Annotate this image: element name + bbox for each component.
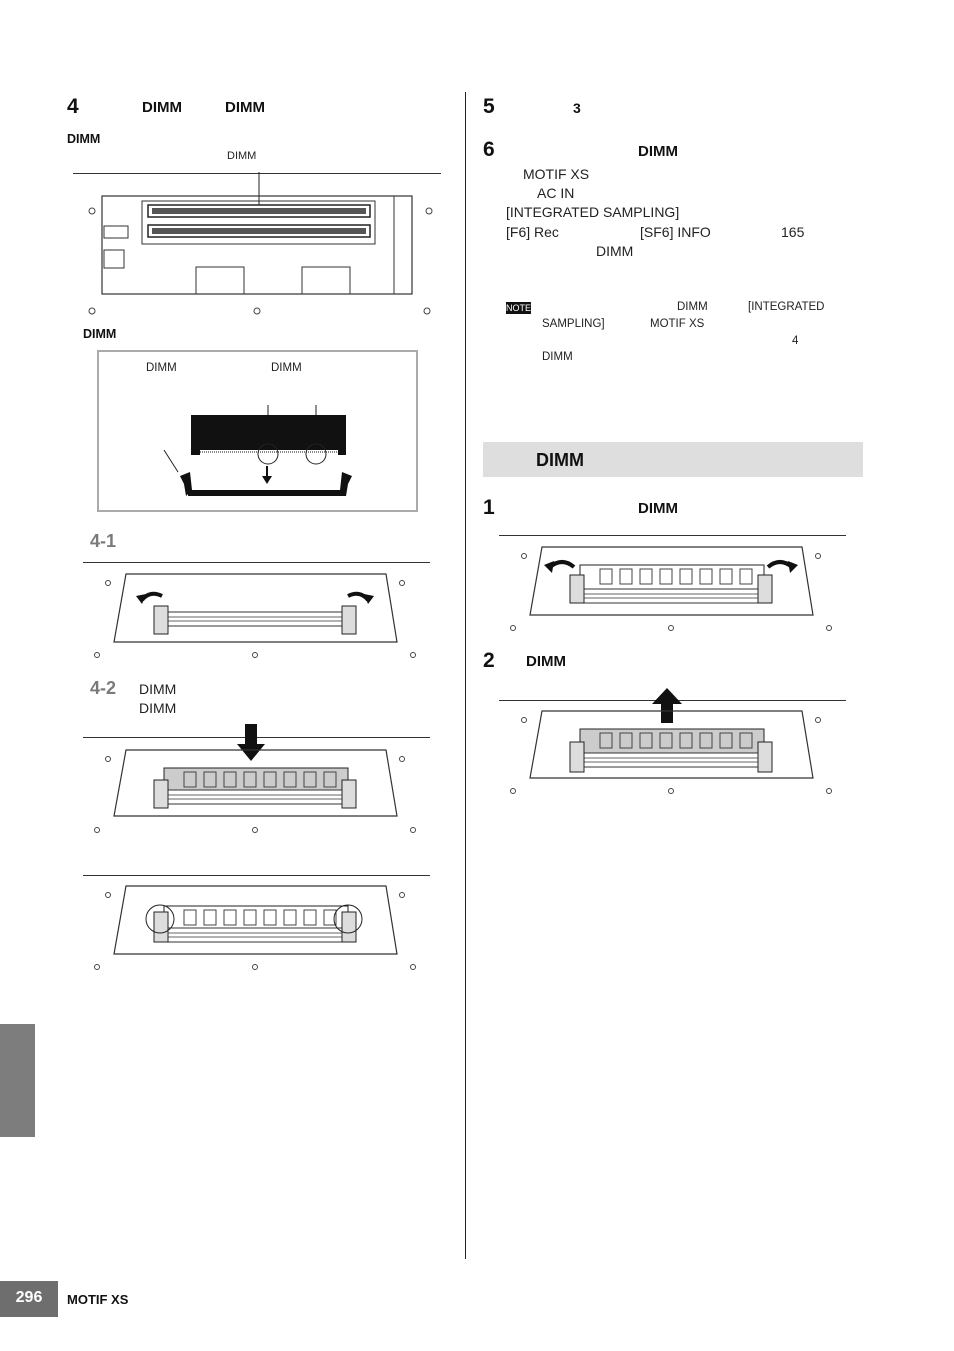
fig2-label: DIMM [83, 327, 117, 341]
note-icon: NOTE [506, 302, 532, 314]
substep-4-2-line2: DIMM [139, 700, 177, 716]
fig1-callout: DIMM [227, 150, 257, 162]
remove-step-2-text: DIMM [526, 653, 566, 670]
step-6-line-integrated: [INTEGRATED SAMPLING] [506, 204, 680, 220]
note-text-1: DIMM [677, 301, 708, 313]
step-6-number: 6 [483, 138, 495, 161]
substep-4-2: 4-2 [90, 678, 117, 698]
note-text-4: MOTIF XS [650, 318, 705, 330]
note-text-2: [INTEGRATED [748, 301, 825, 313]
step-6-line-sf6info: [SF6] INFO [640, 224, 711, 240]
section-header-bar [483, 442, 863, 477]
remove-dimm-figure [510, 688, 832, 794]
note-text-3: SAMPLING] [542, 318, 605, 330]
chapter-side-tab [0, 1024, 35, 1137]
release-latches-figure [510, 546, 832, 631]
substep-4-2-line1: DIMM [139, 681, 177, 697]
latched-dimm-figure [94, 885, 416, 970]
step-6-line-acin: AC IN [537, 185, 575, 201]
step-6-line-dimm: DIMM [596, 243, 634, 259]
dimm-orientation-box [97, 350, 418, 512]
note-text-5: 4 [792, 335, 799, 347]
step-4-word1: DIMM [142, 99, 182, 116]
step-5-ref: 3 [573, 100, 581, 116]
step-4-number: 4 [67, 95, 79, 118]
insert-dimm-figure [94, 724, 416, 833]
section-title: DIMM [536, 450, 584, 470]
step-6-head: DIMM [638, 143, 678, 160]
step-6-line-page: 165 [781, 224, 805, 240]
column-divider [465, 92, 466, 1259]
page-number: 296 [0, 1281, 58, 1317]
dimm-orientation-figure [163, 405, 352, 496]
step-4-word2: DIMM [225, 99, 265, 116]
step-6-line-motif: MOTIF XS [523, 166, 590, 182]
fig1-label: DIMM [67, 132, 101, 146]
step-5-number: 5 [483, 95, 495, 118]
fig2-callout-right: DIMM [271, 362, 302, 374]
fig2-callout-left: DIMM [146, 362, 177, 374]
footer-product-title: MOTIF XS [67, 1292, 129, 1307]
remove-step-1-text: DIMM [638, 500, 678, 517]
open-latches-figure [94, 573, 416, 658]
motherboard-slots-figure [88, 172, 433, 315]
note-text-6: DIMM [542, 351, 573, 363]
substep-4-1: 4-1 [90, 531, 117, 551]
step-6-line-f6rec: [F6] Rec [506, 224, 559, 240]
remove-step-1-number: 1 [483, 496, 495, 519]
remove-step-2-number: 2 [483, 649, 495, 672]
